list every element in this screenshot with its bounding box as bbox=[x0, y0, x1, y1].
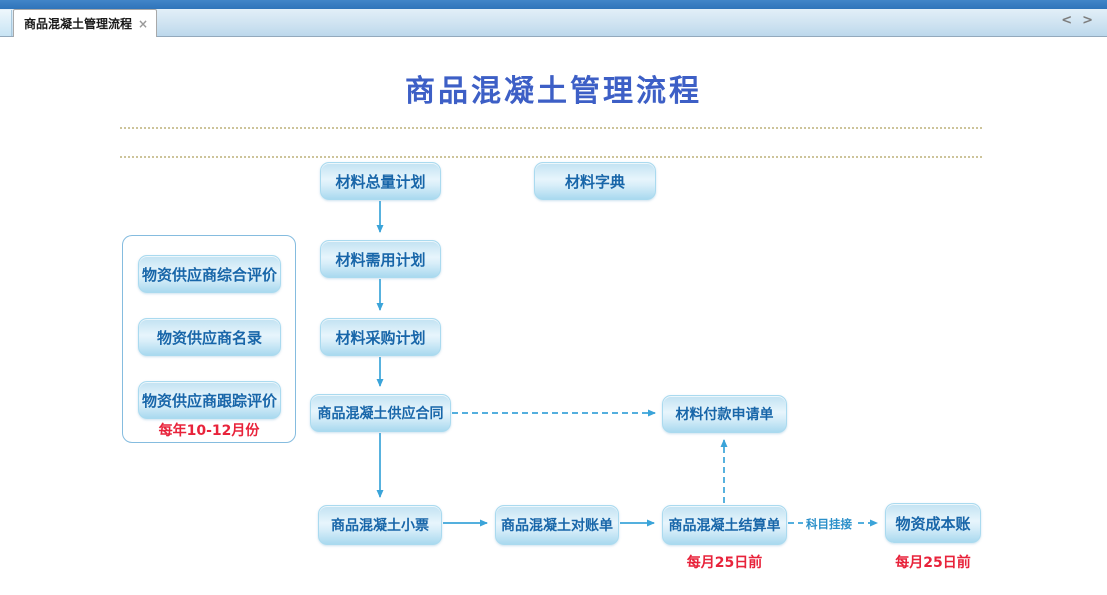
node-material-total-plan[interactable]: 材料总量计划 bbox=[320, 162, 441, 200]
edge-label-account-link: 科目挂接 bbox=[803, 516, 855, 532]
node-label: 材料采购计划 bbox=[335, 328, 426, 347]
node-concrete-statement[interactable]: 商品混凝土对账单 bbox=[495, 505, 619, 545]
node-material-cost-account[interactable]: 物资成本账 bbox=[885, 503, 981, 543]
tab-strip-edge bbox=[0, 10, 12, 36]
node-label: 物资供应商名录 bbox=[156, 328, 262, 347]
node-concrete-supply-contract[interactable]: 商品混凝土供应合同 bbox=[310, 394, 451, 432]
node-label: 材料总量计划 bbox=[335, 172, 426, 191]
node-label: 物资供应商综合评价 bbox=[141, 265, 277, 284]
node-label: 物资供应商跟踪评价 bbox=[141, 391, 277, 410]
node-material-dictionary[interactable]: 材料字典 bbox=[534, 162, 656, 200]
node-label: 商品混凝土小票 bbox=[331, 518, 429, 534]
node-supplier-comprehensive-evaluation[interactable]: 物资供应商综合评价 bbox=[138, 255, 281, 293]
dotted-divider-bottom bbox=[120, 156, 982, 158]
node-label: 商品混凝土对账单 bbox=[501, 518, 613, 534]
tab-title: 商品混凝土管理流程 bbox=[24, 17, 133, 31]
node-concrete-settlement[interactable]: 商品混凝土结算单 bbox=[662, 505, 787, 545]
tab-close-icon[interactable]: × bbox=[138, 16, 149, 31]
node-label: 物资成本账 bbox=[895, 514, 971, 533]
tab-scroll-left-icon[interactable]: < bbox=[1061, 13, 1073, 28]
tab-concrete-process[interactable]: 商品混凝土管理流程 × bbox=[13, 9, 158, 37]
node-label: 材料付款申请单 bbox=[675, 407, 774, 423]
top-accent-bar bbox=[0, 0, 1107, 9]
node-supplier-tracking-evaluation[interactable]: 物资供应商跟踪评价 bbox=[138, 381, 281, 419]
tab-strip bbox=[0, 9, 1107, 37]
node-label: 商品混凝土供应合同 bbox=[317, 406, 444, 422]
node-material-demand-plan[interactable]: 材料需用计划 bbox=[320, 240, 441, 278]
annual-schedule-note: 每年10-12月份 bbox=[158, 423, 260, 439]
dotted-divider-top bbox=[120, 127, 982, 129]
settlement-deadline-note: 每月25日前 bbox=[686, 555, 763, 571]
cost-account-deadline-note: 每月25日前 bbox=[895, 555, 971, 571]
node-material-purchase-plan[interactable]: 材料采购计划 bbox=[320, 318, 441, 356]
node-concrete-ticket[interactable]: 商品混凝土小票 bbox=[318, 505, 442, 545]
tab-scroll-right-icon[interactable]: > bbox=[1082, 13, 1093, 28]
tab-scroll-controls: < > bbox=[1061, 13, 1093, 28]
node-label: 材料需用计划 bbox=[335, 250, 426, 269]
node-supplier-directory[interactable]: 物资供应商名录 bbox=[138, 318, 281, 356]
node-material-payment-request[interactable]: 材料付款申请单 bbox=[662, 395, 787, 433]
page-title: 商品混凝土管理流程 bbox=[405, 74, 702, 109]
node-label: 商品混凝土结算单 bbox=[668, 518, 781, 534]
node-label: 材料字典 bbox=[564, 172, 625, 191]
